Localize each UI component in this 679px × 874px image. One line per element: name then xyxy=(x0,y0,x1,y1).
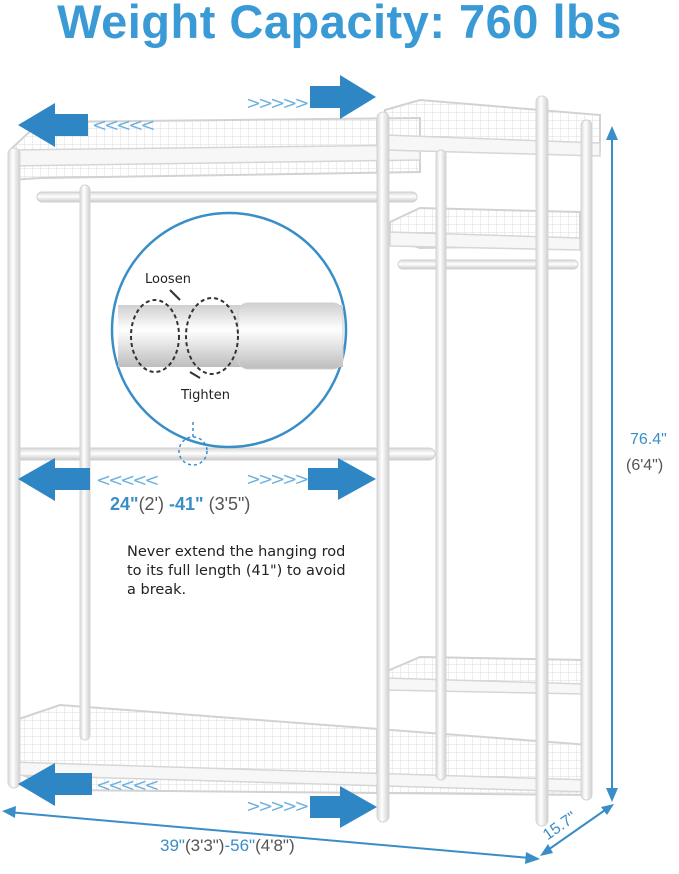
depth-dimension-line xyxy=(540,804,614,856)
width-label: 39"(3'3")-56"(4'8") xyxy=(160,836,295,856)
arrow-bottom-left: <<<<< xyxy=(18,763,161,806)
rod-max: 41" xyxy=(175,494,204,514)
svg-text:<<<<<: <<<<< xyxy=(96,775,158,796)
height-feet: (6'4") xyxy=(626,457,664,474)
top-shelf xyxy=(9,116,421,203)
page-title: Weight Capacity: 760 lbs xyxy=(57,0,622,48)
height-inches: 76.4" xyxy=(630,431,667,448)
width-min-ft: (3'3") xyxy=(184,836,225,855)
arrow-mid-right: >>>>> xyxy=(246,458,376,500)
svg-text:>>>>>: >>>>> xyxy=(246,93,308,114)
svg-text:<<<<<: <<<<< xyxy=(96,470,158,491)
rod-min-ft: (2') xyxy=(138,494,164,514)
hanging-rod xyxy=(14,447,436,461)
top-right-shelf xyxy=(384,98,601,157)
middle-right-shelf xyxy=(389,206,581,270)
width-sep: - xyxy=(224,836,231,855)
width-min: 39" xyxy=(160,836,185,855)
rod-width-label: 24"(2') -41" (3'5") xyxy=(110,494,250,515)
zoom-detail-circle xyxy=(110,211,348,466)
svg-text:<<<<<: <<<<< xyxy=(92,115,154,136)
lower-right-shelf xyxy=(384,655,586,695)
rod-sep: - xyxy=(169,494,176,514)
width-dimension-line xyxy=(2,806,540,864)
frame-poles xyxy=(7,95,593,827)
warning-note: Never extend the hanging rod to its full… xyxy=(127,544,346,598)
arrow-top-right: >>>>> xyxy=(246,75,376,119)
rod-max-ft: (3'5") xyxy=(208,494,251,514)
tighten-label: Tighten xyxy=(181,388,230,403)
rod-min: 24" xyxy=(110,494,139,514)
loosen-label: Loosen xyxy=(145,272,191,287)
width-max-ft: (4'8") xyxy=(255,836,295,855)
svg-text:>>>>>: >>>>> xyxy=(246,796,308,817)
width-max: 56" xyxy=(230,836,256,855)
svg-text:>>>>>: >>>>> xyxy=(246,469,308,490)
height-dimension-line xyxy=(606,126,618,802)
arrow-bottom-right: >>>>> xyxy=(246,786,377,828)
arrow-mid-left: <<<<< xyxy=(18,458,161,501)
arrow-top-left: <<<<< xyxy=(18,103,157,147)
